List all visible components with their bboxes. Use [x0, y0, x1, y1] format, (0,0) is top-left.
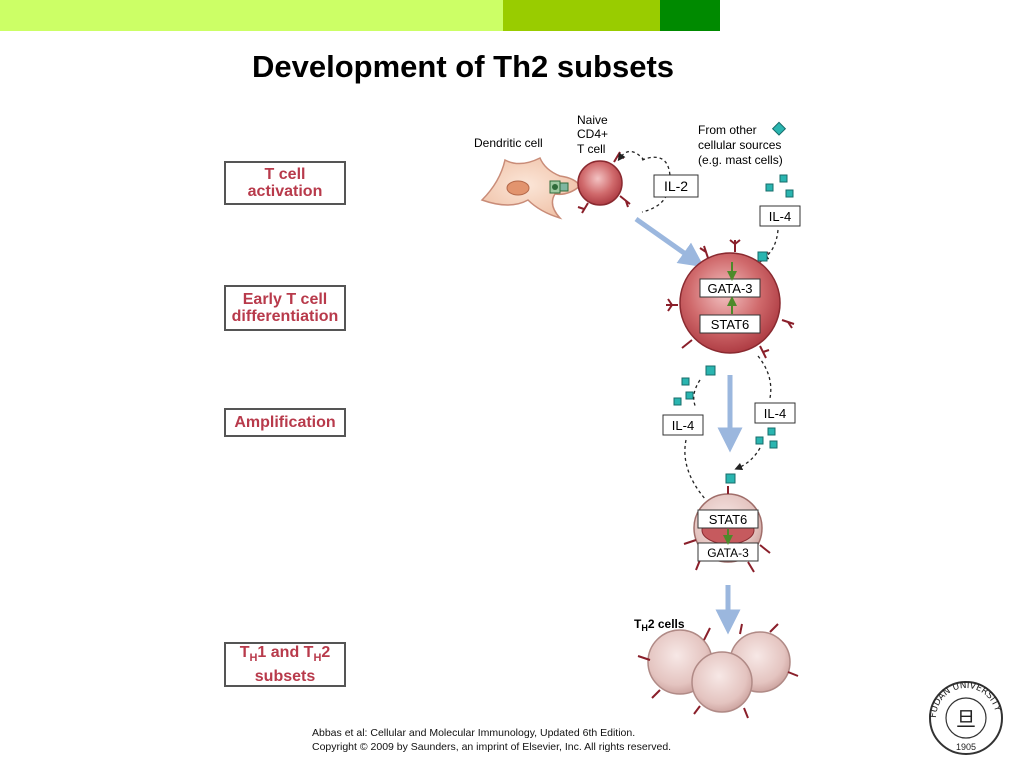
other-sources-1: From other [698, 123, 757, 137]
slide-title: Development of Th2 subsets [251, 49, 675, 84]
committed-receptors [683, 486, 771, 573]
stage-t-cell-activation: T cell activation [224, 161, 346, 205]
il4-left-label: IL-4 [672, 418, 694, 433]
stage-amplification: Amplification [224, 408, 346, 437]
gata3-bottom-label: GATA-3 [707, 546, 749, 560]
th2-receptors [637, 623, 799, 719]
dendritic-nucleus [506, 180, 530, 196]
il4-cytokines-top [765, 174, 794, 198]
svg-text:1905: 1905 [956, 742, 976, 752]
il4-right-label: IL-4 [764, 406, 786, 421]
stage-th-subsets: TH1 and TH2 subsets [224, 642, 346, 687]
il4-right-box [754, 402, 796, 424]
cytokine-source-icon [771, 121, 787, 136]
il4-cytokines-right [755, 427, 778, 449]
naive-label-1: Naive [577, 113, 608, 127]
source-credit: Abbas et al: Cellular and Molecular Immu… [312, 726, 671, 754]
il4-cytokines-left [673, 377, 694, 406]
naive-label-3: T cell [577, 142, 605, 156]
il4-bound-receptor-icon [757, 251, 768, 262]
stat6-top-box [699, 314, 761, 334]
other-sources-2: cellular sources [698, 138, 781, 152]
naive-t-cell [577, 160, 623, 206]
il4-left-box [662, 414, 704, 436]
stage-early-differentiation: Early T cell differentiation [224, 285, 346, 331]
differentiating-cell [679, 252, 781, 354]
fudan-university-seal: FUDAN UNIVERSITY 旦 1905 [929, 681, 1003, 755]
th2-cells-label: TH2 cells [634, 617, 685, 633]
mhc-complex-icon [549, 180, 569, 194]
stat6-top-label: STAT6 [711, 317, 750, 332]
top-bar-mid [503, 0, 660, 31]
il4-top-label: IL-4 [769, 209, 791, 224]
dendritic-cell-label: Dendritic cell [474, 136, 543, 150]
il4-top-box [759, 205, 801, 227]
il2-label: IL-2 [664, 178, 688, 194]
il4-bound-lower-icon [705, 365, 716, 376]
naive-label-2: CD4+ [577, 127, 608, 141]
il2-loop-arrow [641, 156, 671, 213]
stat6-bottom-box [697, 509, 759, 529]
gata3-top-label: GATA-3 [707, 281, 752, 296]
il2-box [653, 174, 699, 198]
th2-cell-cluster [647, 629, 791, 713]
activation-arrow [634, 216, 705, 268]
svg-text:旦: 旦 [956, 707, 976, 731]
other-sources-3: (e.g. mast cells) [698, 153, 783, 167]
top-bar-dark [660, 0, 720, 31]
il4-bound-bottom-icon [725, 473, 736, 484]
credit-line-2: Copyright © 2009 by Saunders, an imprint… [312, 741, 672, 753]
top-bar-light [0, 0, 503, 31]
stat6-bottom-label: STAT6 [709, 512, 748, 527]
credit-line-1: Abbas et al: Cellular and Molecular Immu… [312, 727, 636, 739]
